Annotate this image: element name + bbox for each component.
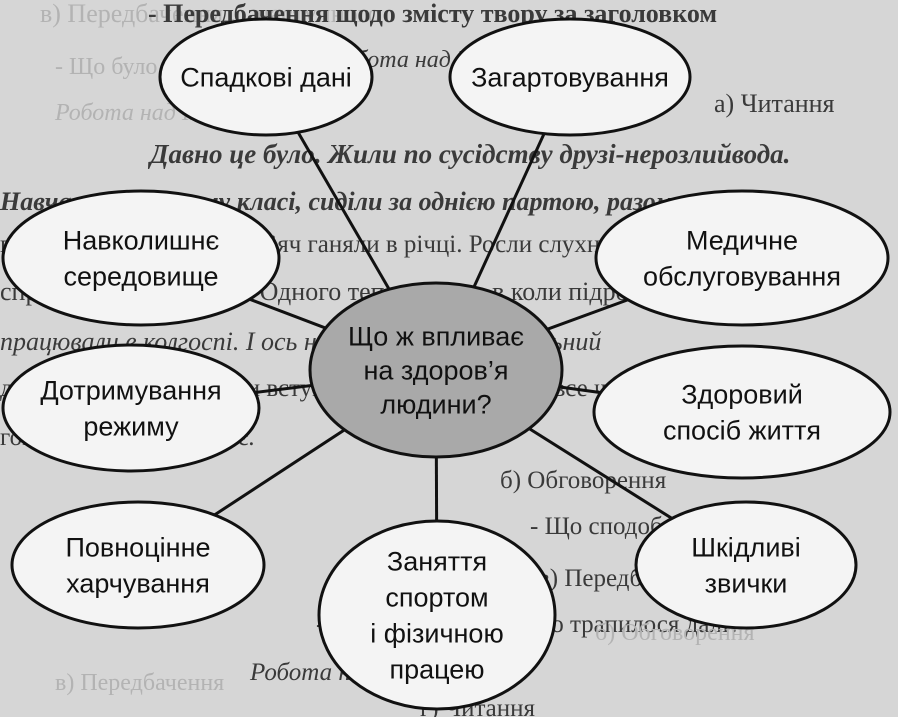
center-node-shape — [308, 281, 564, 459]
node-hardening-label: Загартовування — [471, 62, 669, 92]
node-regime: Дотримування режиму — [1, 343, 261, 473]
node-regime-label: режиму — [83, 411, 179, 441]
node-healthy-lifestyle-label: Здоровий — [681, 379, 803, 409]
node-nutrition-shape — [10, 500, 266, 630]
center-node-label: людини? — [380, 389, 491, 419]
node-sport-shape — [317, 519, 557, 711]
node-heredity-shape — [158, 17, 374, 137]
node-nutrition-label: Повноцінне — [66, 532, 211, 562]
center-node-label: на здоров’я — [364, 355, 509, 385]
node-nutrition: Повноцінне харчування — [10, 500, 266, 630]
node-medical-care: Медичне обслуговування — [594, 189, 890, 327]
node-nutrition-label: харчування — [66, 568, 210, 598]
node-hardening: Загартовування — [448, 17, 692, 137]
node-sport: Заняття спортом і фізичною працею — [317, 519, 557, 711]
node-heredity: Спадкові дані — [158, 17, 374, 137]
node-bad-habits: Шкідливі звички — [634, 500, 858, 630]
node-heredity-label: Спадкові дані — [180, 62, 352, 92]
center-node: Що ж впливає на здоров’я людини? — [308, 281, 564, 459]
node-medical-care-label: обслуговування — [643, 261, 841, 291]
background-text-line: б) Обговорення — [500, 467, 667, 494]
node-regime-label: Дотримування — [40, 375, 221, 405]
node-bad-habits-label: звички — [705, 568, 788, 598]
node-environment: Навколишнє середовище — [1, 189, 281, 327]
node-healthy-lifestyle: Здоровий спосіб життя — [592, 344, 892, 480]
node-sport-label: Заняття — [387, 546, 487, 576]
background-text-line: а) Читання — [714, 89, 835, 118]
node-bad-habits-label: Шкідливі — [691, 532, 801, 562]
node-sport-label: спортом — [385, 582, 488, 612]
node-medical-care-shape — [594, 189, 890, 327]
node-environment-label: Навколишнє — [63, 225, 220, 255]
background-text-line: в) Передбачення ... наступного — [40, 0, 381, 28]
node-medical-care-label: Медичне — [686, 225, 798, 255]
node-sport-label: працею — [389, 654, 484, 684]
node-hardening-shape — [448, 17, 692, 137]
node-regime-shape — [1, 343, 261, 473]
background-text-line: Давно це було. Жили по сусідству друзі-н… — [147, 139, 790, 169]
node-bad-habits-shape — [634, 500, 858, 630]
node-environment-label: середовище — [63, 261, 218, 291]
background-text-line: в) Передбачення — [55, 670, 224, 696]
node-healthy-lifestyle-shape — [592, 344, 892, 480]
center-node-label: Що ж впливає — [348, 321, 524, 351]
node-healthy-lifestyle-label: спосіб життя — [663, 415, 821, 445]
node-environment-shape — [1, 189, 281, 327]
node-sport-label: і фізичною — [370, 618, 503, 648]
